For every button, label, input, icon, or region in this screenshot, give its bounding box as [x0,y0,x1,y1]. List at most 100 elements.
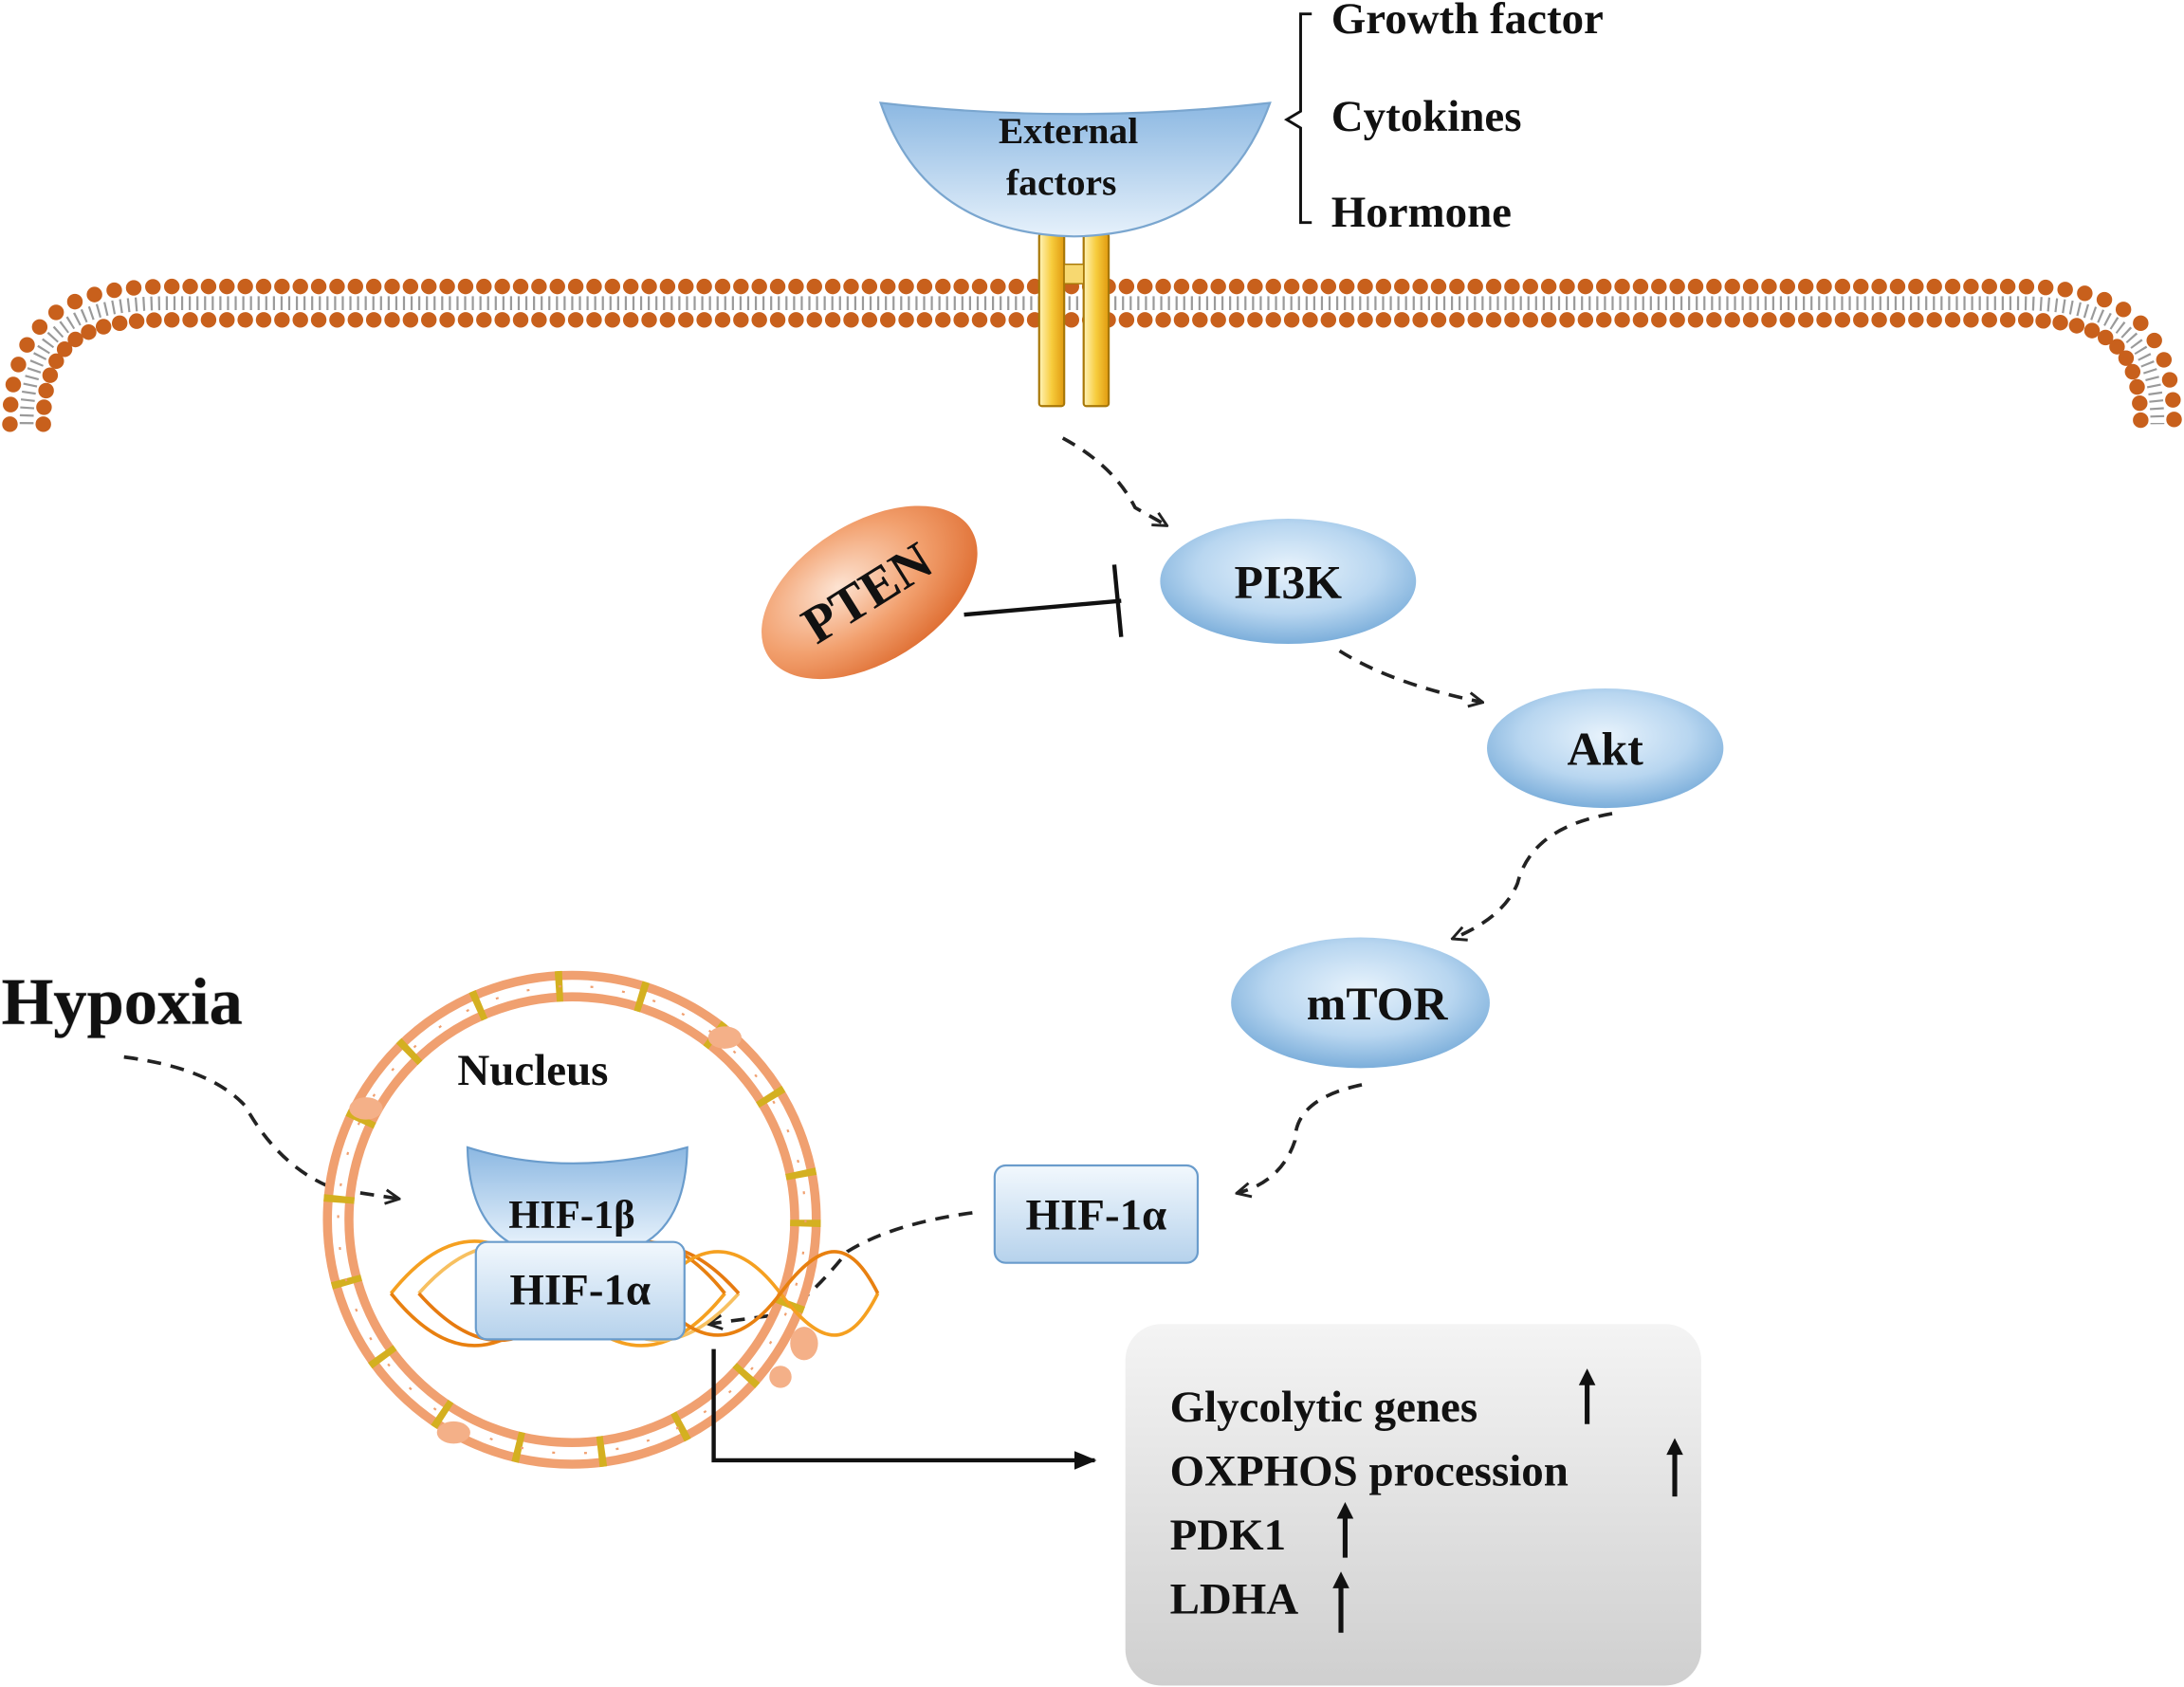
lipid-head-inner [2083,322,2101,339]
lipid-head-inner [439,312,455,328]
lipid-head-inner [1118,312,1135,328]
lipid-head-outer [47,304,64,321]
up-arrow-icon [1332,1571,1349,1633]
lipid-head-outer [1467,278,1483,295]
lipid-head-inner [971,312,988,328]
lipid-head-outer [531,278,547,295]
outcome-ldha: LDHA [1170,1574,1299,1623]
mtor-label: mTOR [1307,978,1449,1030]
lipid-head-inner [1375,312,1392,328]
lipid-head-outer [1816,278,1832,295]
lipid-head-outer [106,282,122,299]
arrow-hif1a-to-nucleus [708,1211,973,1324]
lipid-head-outer [439,278,455,295]
lipid-head-outer [1889,278,1906,295]
lipid-head-outer [402,278,419,295]
lipid-head-outer [421,278,437,295]
lipid-head-inner [1173,312,1190,328]
lipid-head-inner [604,312,621,328]
lipid-head-outer [806,278,822,295]
lipid-head-outer [2057,282,2073,298]
lipid-head-inner [2052,315,2068,331]
lipid-head-inner [1485,312,1502,328]
lipid-head-inner [255,312,272,328]
lipid-head-inner [1779,312,1796,328]
lipid-head-inner [38,382,54,399]
lipid-head-outer [1265,278,1281,295]
lipid-head-outer [2165,392,2181,408]
lipid-head-outer [1155,278,1171,295]
lipid-head-outer [696,278,712,295]
lipid-head-outer [678,278,694,295]
lipid-head-outer [2146,332,2162,349]
lipid-head-inner [182,312,198,328]
lipid-head-inner [1871,312,1887,328]
lipid-head-outer [200,278,217,295]
lipid-head-inner [95,319,112,335]
lipid-head-inner [56,341,73,358]
lipid-head-outer [1908,278,1924,295]
lipid-head-inner [1265,312,1281,328]
lipid-head-inner [916,312,933,328]
lipid-head-inner [1540,312,1557,328]
external-factors-ligand: External factors [878,101,1272,238]
lipid-head-inner [42,367,59,383]
lipid-head-outer [10,357,27,373]
lipid-head-inner [1981,312,1997,328]
lipid-head-outer [19,337,35,353]
lipid-head-outer [2133,315,2149,332]
lipid-head-outer [1192,278,1208,295]
lipid-head-inner [1155,312,1171,328]
lipid-head-outer [641,278,657,295]
lipid-head-inner [1283,312,1300,328]
lipid-head-inner [81,324,97,340]
lipid-head-outer [861,278,878,295]
outcome-oxphos-procession: OXPHOS procession [1170,1446,1569,1495]
lipid-head-outer [1614,278,1630,295]
lipid-head-outer [384,278,400,295]
lipid-head-inner [751,312,767,328]
lipid-head-inner [128,313,145,329]
lipid-head-inner [2118,350,2135,366]
lipid-head-outer [31,319,48,336]
arrow-receptor-to-pi3k [1061,436,1167,525]
lipid-head-outer [1687,278,1704,295]
growth-factor-label: Growth factor [1331,0,1604,44]
lipid-head-inner [1724,312,1740,328]
lipid-head-inner [1908,312,1924,328]
arrow-mtor-to-hif1a [1237,1083,1363,1193]
pi3k-label: PI3K [1235,557,1343,609]
lipid-head-inner [1522,312,1538,328]
hif1a-cytoplasm-box: HIF-1α [993,1164,1200,1264]
lipid-head-inner [2098,329,2114,346]
lipid-head-inner [200,312,217,328]
lipid-head-outer [843,278,859,295]
lipid-head-inner [788,312,804,328]
up-arrow-icon [1336,1501,1354,1558]
lipid-head-inner [237,312,253,328]
lipid-head-outer [1981,278,1997,295]
lipid-head-outer [971,278,988,295]
outcomes-box: Glycolytic genes OXPHOS procession PDK1 … [1125,1324,1701,1686]
pten-inhibition-bar [1111,564,1124,637]
lipid-head-inner [567,312,584,328]
lipid-head-outer [329,278,345,295]
lipid-head-outer [1834,278,1851,295]
lipid-head-inner [365,312,382,328]
nucleus: Nucleus [322,970,821,1469]
lipid-head-inner [1247,312,1263,328]
nuclear-pores [349,1026,818,1444]
lipid-head-inner [1944,312,1961,328]
lipid-head-inner [347,312,363,328]
lipid-head-outer [1999,278,2016,295]
lipid-head-inner [1394,312,1410,328]
lipid-head-inner [2132,394,2148,412]
lipid-head-inner [659,312,676,328]
lipid-head-outer [145,279,161,295]
lipid-head-inner [67,331,83,348]
lipid-head-inner [1137,312,1153,328]
lipid-head-outer [898,278,914,295]
lipid-head-outer [953,278,969,295]
lipid-head-inner [1999,312,2016,328]
